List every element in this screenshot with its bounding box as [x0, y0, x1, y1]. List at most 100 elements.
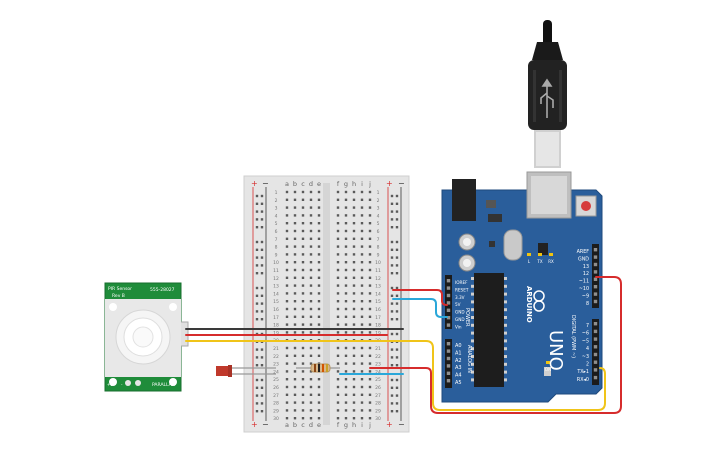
header-pin[interactable] — [593, 277, 598, 281]
analog-pin-label: A2 — [455, 358, 462, 364]
header-pin[interactable] — [593, 292, 598, 296]
breadboard-hole — [317, 292, 321, 295]
header-pin[interactable] — [593, 368, 598, 372]
chip-pin — [471, 370, 474, 374]
breadboard-hole — [368, 300, 372, 303]
header-pin[interactable] — [446, 349, 451, 353]
led-label: ON — [545, 367, 551, 372]
breadboard-hole — [317, 284, 321, 287]
rail-hole — [255, 348, 259, 351]
breadboard-hole — [360, 346, 364, 350]
breadboard-hole — [352, 378, 356, 381]
breadboard-hole — [309, 370, 313, 373]
rail-hole — [395, 394, 399, 397]
rail-hole — [255, 194, 259, 198]
header-pin[interactable] — [446, 379, 451, 383]
header-pin[interactable] — [593, 360, 598, 364]
header-pin[interactable] — [593, 255, 598, 259]
header-pin[interactable] — [593, 329, 598, 334]
header-pin[interactable] — [446, 371, 451, 375]
column-letter: g — [344, 180, 348, 188]
column-letter: c — [301, 180, 305, 188]
header-pin[interactable] — [593, 322, 598, 326]
power-pin-label: GND — [455, 310, 465, 315]
digital-pin-label: 7 — [586, 323, 589, 329]
rail-hole — [390, 286, 394, 290]
breadboard-hole — [368, 346, 372, 350]
rail-hole — [255, 378, 259, 382]
header-pin[interactable] — [446, 279, 451, 283]
breadboard-hole — [309, 409, 313, 412]
status-led — [527, 253, 531, 256]
header-pin[interactable] — [593, 337, 598, 341]
breadboard-hole — [301, 229, 305, 233]
breadboard-hole — [301, 378, 305, 381]
breadboard-hole — [352, 331, 356, 334]
row-number: 22 — [375, 354, 381, 360]
breadboard-hole — [368, 401, 372, 404]
breadboard-hole — [368, 354, 372, 357]
breadboard-hole — [368, 323, 372, 326]
breadboard-hole — [293, 393, 297, 396]
breadboard-hole — [336, 268, 340, 272]
header-pin[interactable] — [593, 270, 598, 274]
header-pin[interactable] — [593, 345, 598, 349]
breadboard-hole — [309, 315, 313, 318]
rail-minus-top-right: − — [398, 179, 405, 188]
header-pin[interactable] — [446, 293, 451, 298]
header-pin[interactable] — [446, 286, 451, 290]
breadboard-hole — [301, 245, 305, 248]
rail-hole — [390, 194, 394, 198]
rail-hole — [260, 348, 264, 351]
rail-hole — [390, 240, 394, 244]
power-pin-label: Vin — [455, 324, 462, 329]
breadboard-hole — [352, 307, 356, 311]
header-pin[interactable] — [446, 301, 451, 305]
rail-plus-top-right: + — [386, 179, 393, 188]
breadboard-hole — [336, 331, 340, 334]
header-pin[interactable] — [446, 342, 451, 346]
row-number: 11 — [273, 268, 279, 274]
header-pin[interactable] — [593, 248, 598, 252]
header-pin[interactable] — [446, 308, 451, 312]
header-pin[interactable] — [593, 352, 598, 357]
header-pin[interactable] — [446, 356, 451, 361]
breadboard-hole — [317, 315, 321, 318]
row-number: 1 — [377, 190, 380, 196]
breadboard-hole — [352, 190, 356, 194]
breadboard-hole — [368, 370, 372, 373]
header-pin[interactable] — [593, 262, 598, 267]
rail-hole — [260, 364, 264, 367]
row-number: 15 — [375, 299, 381, 305]
header-pin[interactable] — [593, 375, 598, 380]
breadboard-hole — [368, 378, 372, 381]
header-pin[interactable] — [446, 316, 451, 320]
breadboard-hole — [285, 385, 289, 389]
breadboard-hole — [336, 190, 340, 194]
breadboard-hole — [309, 300, 313, 303]
breadboard-hole — [317, 331, 321, 334]
header-pin[interactable] — [593, 285, 598, 289]
breadboard-hole — [360, 214, 364, 217]
row-number: 2 — [377, 198, 380, 204]
header-pin[interactable] — [593, 299, 598, 304]
rail-hole — [255, 402, 259, 405]
breadboard-hole — [344, 378, 348, 381]
rail-hole — [260, 318, 264, 321]
breadboard-hole — [344, 315, 348, 318]
breadboard-hole — [352, 362, 356, 365]
pir-brand-label: PIR Sensor — [108, 286, 132, 292]
header-pin[interactable] — [446, 364, 451, 368]
rail-hole — [255, 218, 259, 221]
breadboard-hole — [317, 214, 321, 217]
header-pin[interactable] — [446, 323, 451, 327]
reset-button[interactable] — [581, 201, 591, 211]
rail-hole — [255, 286, 259, 290]
row-number: 30 — [273, 416, 279, 422]
breadboard-hole — [352, 284, 356, 287]
row-number: 24 — [273, 369, 279, 375]
rail-hole — [260, 194, 264, 198]
row-number: 30 — [375, 416, 381, 422]
column-letter: e — [317, 180, 321, 188]
rail-hole — [395, 378, 399, 382]
